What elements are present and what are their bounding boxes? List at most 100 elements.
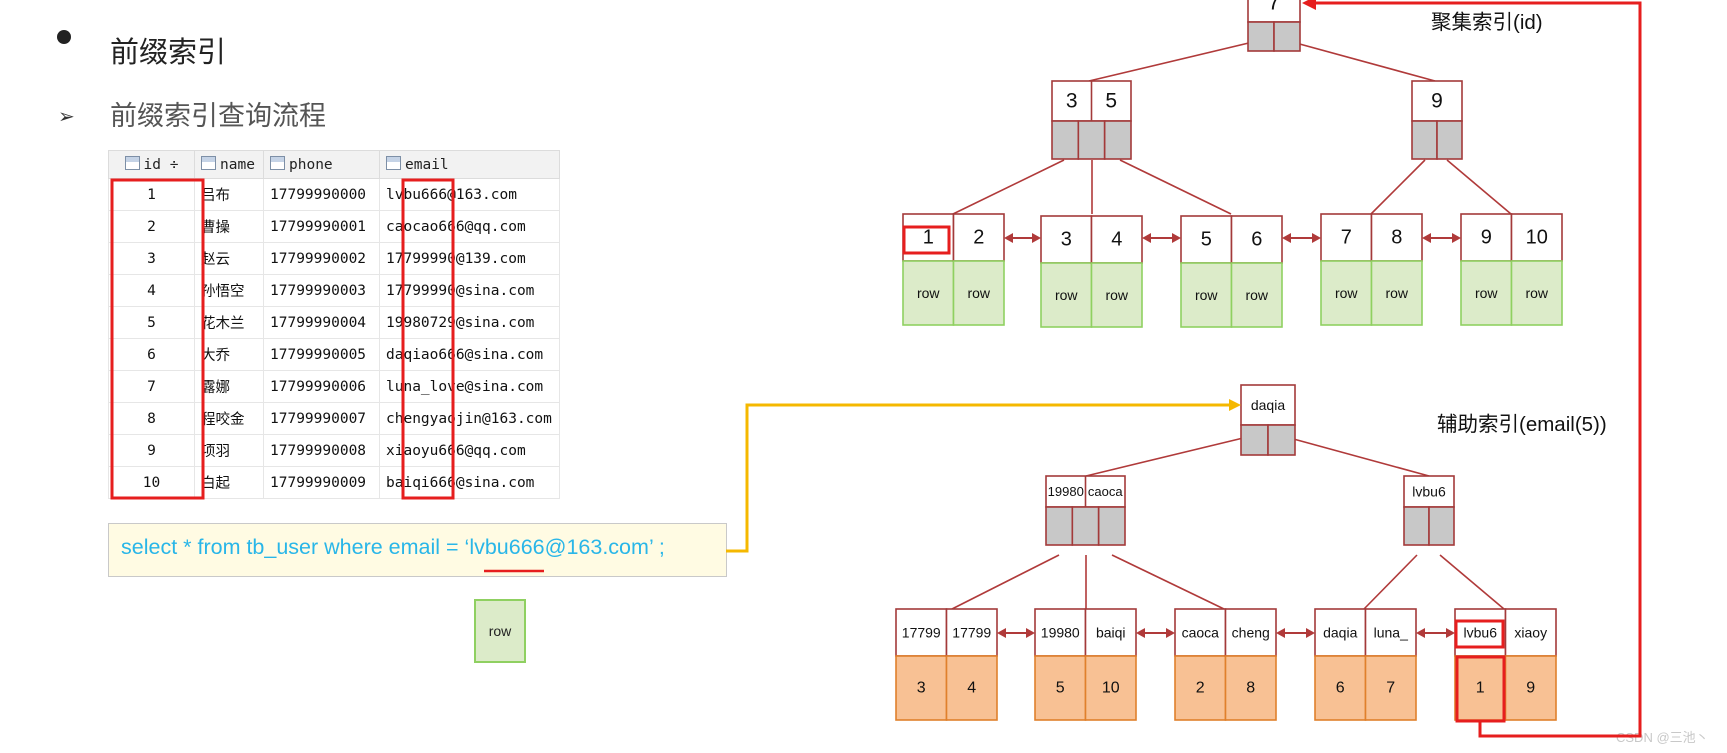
tree-edge bbox=[1273, 36, 1436, 82]
secondary-leaf-link-head bbox=[1166, 628, 1175, 638]
cell-email[interactable]: xiaoyu666@qq.com bbox=[379, 434, 560, 467]
cell-phone[interactable]: 17799990005 bbox=[263, 338, 380, 371]
cell-email[interactable]: 17799990@139.com bbox=[379, 242, 560, 275]
secondary-root-pointer-slot bbox=[1267, 424, 1296, 456]
cell-phone[interactable]: 17799990004 bbox=[263, 306, 380, 339]
clustered-node-left-pointer-slot bbox=[1103, 120, 1132, 160]
cell-phone[interactable]: 17799990000 bbox=[263, 178, 380, 211]
secondary-leaf-value: 3 bbox=[917, 680, 926, 697]
secondary-leaf-value: 6 bbox=[1336, 680, 1345, 697]
clustered-leaf-link-head bbox=[1312, 233, 1321, 243]
clustered-node-left-key: 5 bbox=[1105, 90, 1117, 113]
secondary-node-left-pointer-slot bbox=[1045, 506, 1074, 546]
cell-id[interactable]: 7 bbox=[108, 370, 195, 403]
cell-name[interactable]: 程咬金 bbox=[194, 402, 264, 435]
clustered-leaf-key-cell bbox=[1180, 215, 1233, 264]
arrow-bullet-icon: ➢ bbox=[58, 106, 75, 128]
clustered-leaf-link-head bbox=[1282, 233, 1291, 243]
secondary-root-pointer-slot bbox=[1240, 424, 1269, 456]
clustered-leaf-key: 6 bbox=[1251, 229, 1262, 251]
cell-id[interactable]: 1 bbox=[108, 178, 195, 211]
cell-id[interactable]: 6 bbox=[108, 338, 195, 371]
cell-name[interactable]: 孙悟空 bbox=[194, 274, 264, 307]
clustered-leaf-key-cell bbox=[1370, 213, 1423, 262]
secondary-leaf-value-cell bbox=[945, 655, 998, 721]
page-title: 前缀索引 bbox=[110, 35, 227, 69]
tree-edge bbox=[952, 159, 1065, 215]
secondary-node-right-pointer-slot bbox=[1428, 506, 1455, 546]
secondary-leaf-key: lvbu6 bbox=[1464, 625, 1498, 641]
cell-name[interactable]: 曹操 bbox=[194, 210, 264, 243]
clustered-leaf-key-cell bbox=[1040, 215, 1093, 264]
secondary-node-left-key: 19980 bbox=[1048, 484, 1084, 499]
clustered-leaf-key: 2 bbox=[973, 227, 984, 249]
cell-phone[interactable]: 17799990007 bbox=[263, 402, 380, 435]
cell-id[interactable]: 3 bbox=[108, 242, 195, 275]
tree-edge bbox=[1446, 159, 1512, 215]
sort-icon[interactable]: ÷ bbox=[169, 157, 179, 173]
cell-email[interactable]: daqiao666@sina.com bbox=[379, 338, 560, 371]
secondary-index-label: 辅助索引(email(5)) bbox=[1437, 413, 1607, 436]
clustered-leaf-key-cell bbox=[1510, 213, 1563, 262]
clustered-leaf-value-cell bbox=[952, 260, 1005, 326]
page-subtitle: 前缀索引查询流程 bbox=[110, 101, 326, 132]
clustered-leaf-key: 1 bbox=[923, 227, 934, 249]
cell-phone[interactable]: 17799990002 bbox=[263, 242, 380, 275]
clustered-leaf-value-cell bbox=[1090, 262, 1143, 328]
secondary-leaf-key: caoca bbox=[1182, 625, 1220, 641]
cell-name[interactable]: 露娜 bbox=[194, 370, 264, 403]
column-header-id[interactable]: id ÷ bbox=[108, 150, 195, 179]
secondary-leaf-key: 17799 bbox=[902, 625, 941, 641]
clustered-leaf-link-head bbox=[1172, 233, 1181, 243]
secondary-leaf-link-head bbox=[1136, 628, 1145, 638]
secondary-node-left-pointer-slot bbox=[1097, 506, 1126, 546]
clustered-node-right-pointer-slot bbox=[1436, 120, 1463, 160]
secondary-leaf-link-head bbox=[1416, 628, 1425, 638]
secondary-leaf-value: 1 bbox=[1476, 680, 1485, 697]
secondary-node-right-keybox bbox=[1403, 475, 1455, 508]
clustered-leaf-value-cell bbox=[1230, 262, 1283, 328]
cell-id[interactable]: 9 bbox=[108, 434, 195, 467]
clustered-node-left-pointer-slot bbox=[1051, 120, 1080, 160]
cell-id[interactable]: 2 bbox=[108, 210, 195, 243]
clustered-root-pointer-slot bbox=[1273, 21, 1301, 52]
column-icon bbox=[270, 156, 285, 170]
cell-id[interactable]: 5 bbox=[108, 306, 195, 339]
clustered-leaf-value-cell bbox=[1180, 262, 1233, 328]
cell-email[interactable]: baiqi666@sina.com bbox=[379, 466, 560, 499]
cell-email[interactable]: 19980729@sina.com bbox=[379, 306, 560, 339]
clustered-leaf-link-head bbox=[1004, 233, 1013, 243]
cell-phone[interactable]: 17799990009 bbox=[263, 466, 380, 499]
cell-id[interactable]: 10 bbox=[108, 466, 195, 499]
cell-email[interactable]: luna_love@sina.com bbox=[379, 370, 560, 403]
cell-email[interactable]: 17799990@sina.com bbox=[379, 274, 560, 307]
secondary-leaf-key-cell bbox=[945, 608, 998, 657]
secondary-leaf-value-cell bbox=[1364, 655, 1417, 721]
clustered-node-left-pointer-slot bbox=[1077, 120, 1106, 160]
secondary-key-highlight bbox=[1454, 619, 1505, 649]
cell-email[interactable]: chengyaojin@163.com bbox=[379, 402, 560, 435]
key-column-icon bbox=[124, 156, 140, 170]
column-header-name[interactable]: name bbox=[194, 150, 264, 179]
secondary-leaf-key-cell bbox=[1364, 608, 1417, 657]
column-header-phone[interactable]: phone bbox=[263, 150, 380, 179]
secondary-leaf-value-cell bbox=[1314, 655, 1367, 721]
cell-name[interactable]: 白起 bbox=[194, 466, 264, 499]
clustered-leaf-value: row bbox=[1105, 287, 1128, 303]
secondary-leaf-key: luna_ bbox=[1374, 625, 1408, 641]
table-lookup-arrow bbox=[1315, 1, 1642, 738]
secondary-leaf-key: daqia bbox=[1323, 625, 1357, 641]
cell-phone[interactable]: 17799990003 bbox=[263, 274, 380, 307]
cell-email[interactable]: lvbu666@163.com bbox=[379, 178, 560, 211]
